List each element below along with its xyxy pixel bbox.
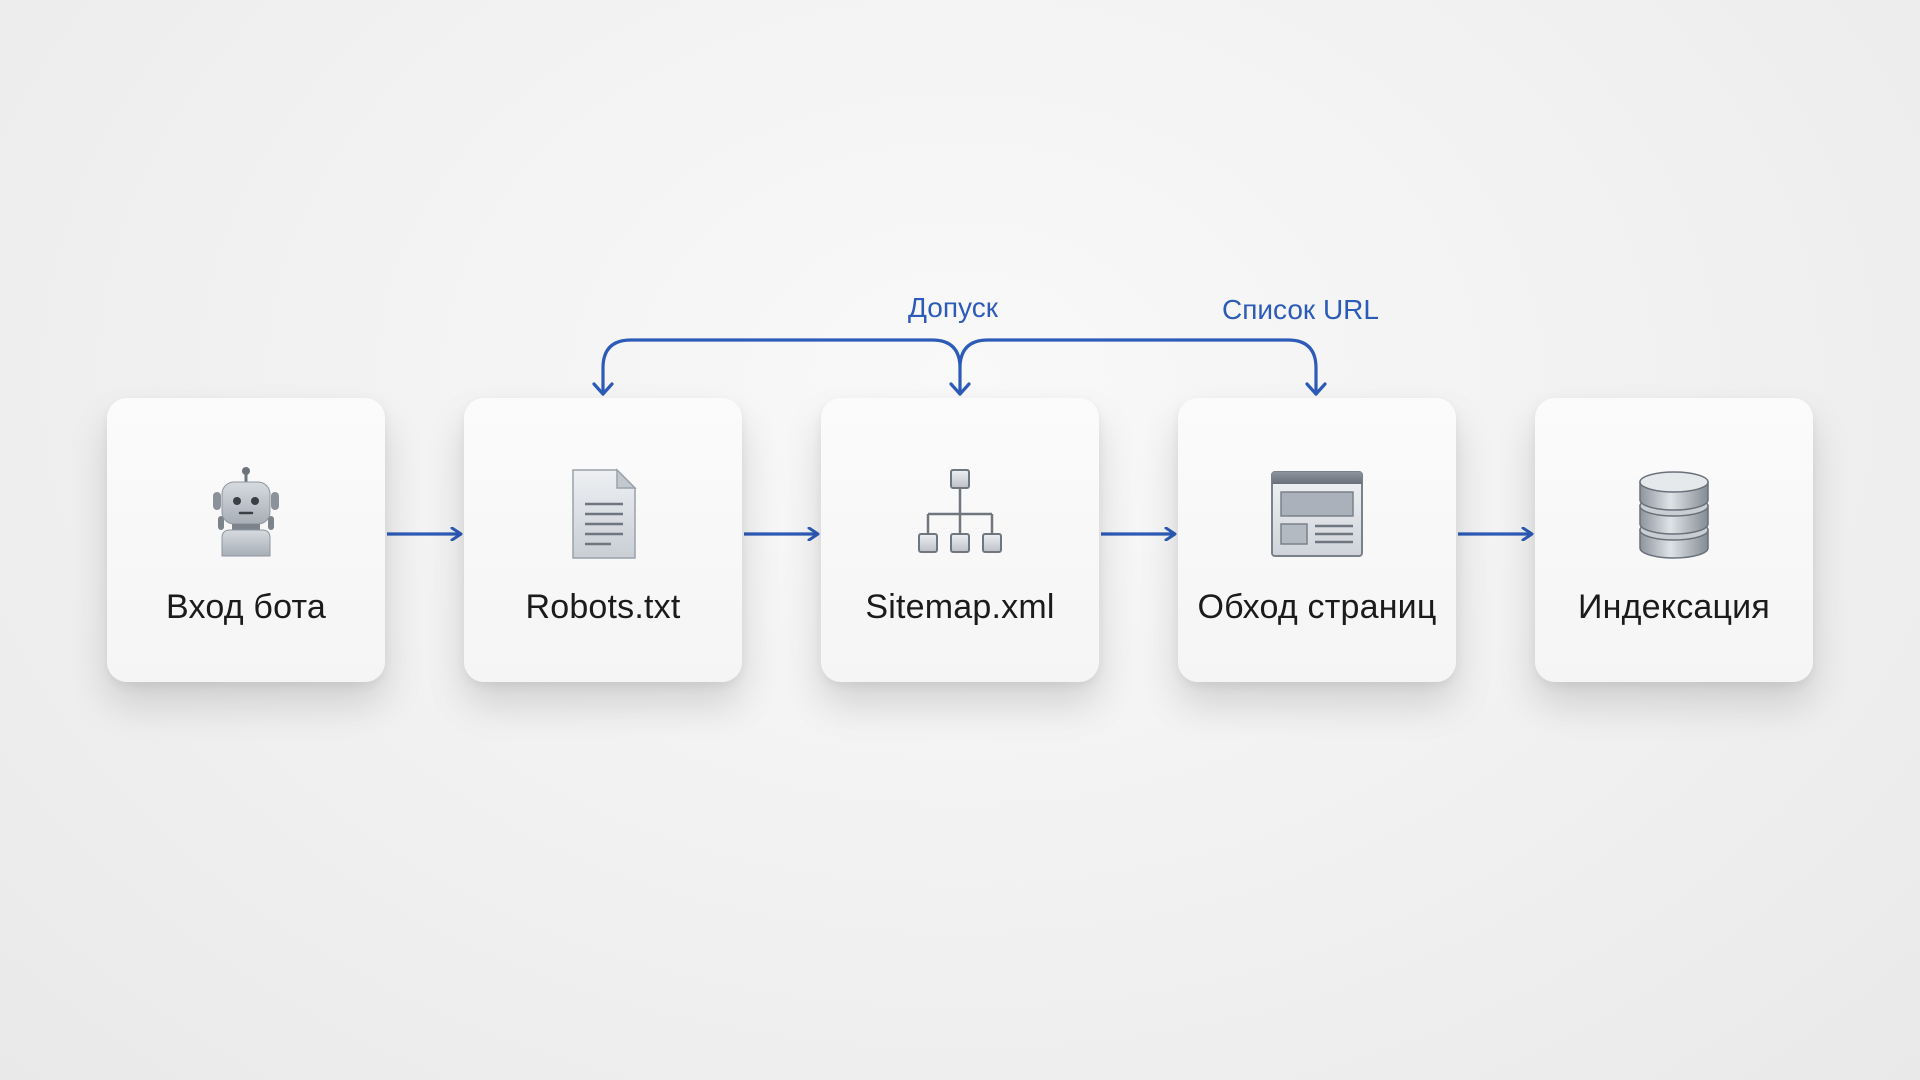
step-label: Sitemap.xml — [865, 588, 1055, 626]
sitemap-tree-icon — [910, 464, 1010, 564]
step-label: Вход бота — [166, 588, 326, 626]
feedback-arrowhead-sitemap — [949, 382, 971, 396]
permission-label: Допуск — [908, 292, 998, 323]
step-card-indexing: Индексация — [1535, 398, 1813, 682]
step-label: Robots.txt — [525, 588, 681, 626]
robot-icon — [196, 464, 296, 564]
feedback-arrowhead-crawl — [1305, 382, 1327, 396]
step-card-bot-entry: Вход бота — [107, 398, 385, 682]
step-card-sitemap: Sitemap.xml — [821, 398, 1099, 682]
step-label: Индексация — [1577, 588, 1770, 626]
feedback-bracket-line — [601, 338, 1318, 396]
step-card-robots: Robots.txt — [464, 398, 742, 682]
database-icon — [1624, 464, 1724, 564]
text-file-icon — [553, 464, 653, 564]
step-card-crawl: Обход страниц — [1178, 398, 1456, 682]
feedback-arrowhead-robots — [592, 382, 614, 396]
web-page-icon — [1267, 464, 1367, 564]
url-list-label: Список URL — [1222, 294, 1379, 325]
step-label: Обход страниц — [1197, 588, 1437, 626]
